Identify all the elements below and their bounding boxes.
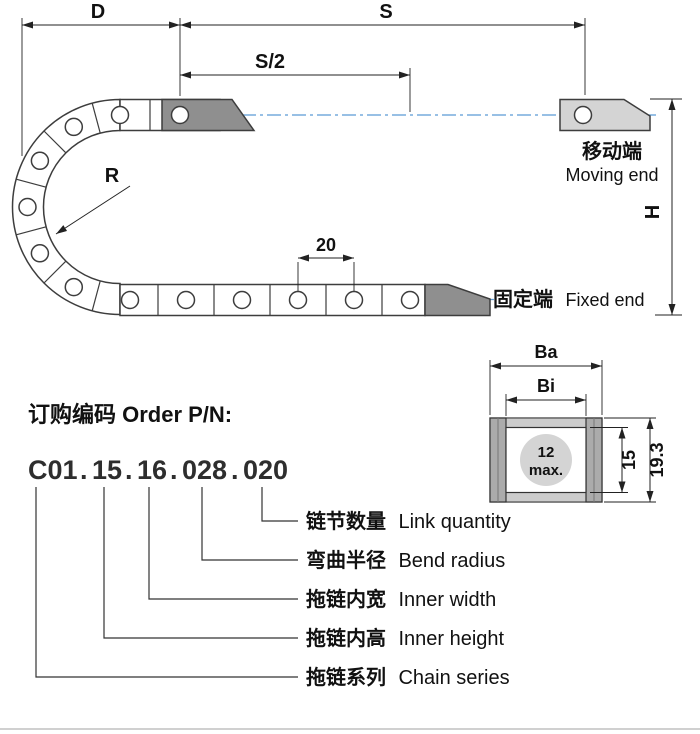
fixed-end-label: 固定端 Fixed end — [493, 287, 645, 311]
link-separator — [91, 281, 101, 311]
label-en: Inner height — [398, 628, 504, 650]
cavity-max-value: 12 — [538, 444, 555, 461]
chain-pin — [232, 290, 252, 310]
label-en: Link quantity — [398, 511, 510, 533]
order-title: 订购编码 Order P/N: — [28, 402, 232, 427]
dim-label-pitch: 20 — [316, 235, 336, 255]
label-en: Bend radius — [398, 550, 505, 572]
chain-pin — [170, 105, 190, 125]
section-top-plate — [505, 417, 587, 428]
pn-segment-bend-radius: 028 — [182, 455, 227, 485]
dimension-s: S — [180, 1, 586, 95]
part-number-leader-lines — [35, 487, 298, 678]
label-cn: 弯曲半径 — [306, 548, 386, 572]
chain-pin — [18, 197, 37, 217]
dim-label-ba: Ba — [534, 342, 558, 362]
part-number: C01 . 15 . 16 . 028 . 020 — [28, 455, 288, 485]
order-label-inner-width: 拖链内宽 Inner width — [306, 587, 496, 611]
dimension-s-half: S/2 — [180, 51, 411, 112]
dimension-inner-height: 15 — [590, 427, 639, 493]
leader-inner-height — [103, 487, 298, 639]
order-label-link-quantity: 链节数量 Link quantity — [306, 509, 511, 533]
label-cn: 拖链内宽 — [306, 587, 386, 611]
leader-link-quantity — [261, 487, 298, 522]
dim-label-outer-height: 19.3 — [647, 442, 667, 477]
dimension-pitch-20: 20 — [297, 235, 355, 291]
order-label-inner-height: 拖链内高 Inner height — [306, 626, 505, 650]
dimension-outer-height: 19.3 — [604, 417, 667, 503]
dimension-bi: Bi — [505, 376, 587, 416]
chain-drawing — [11, 98, 656, 317]
link-separator — [16, 178, 46, 188]
chain-pin — [30, 244, 50, 263]
moving-end-right-link — [559, 98, 651, 132]
dim-label-h: H — [642, 205, 664, 219]
chain-pin — [288, 290, 308, 310]
link-separator — [91, 103, 101, 133]
cavity-max-unit: max. — [529, 462, 563, 479]
dimension-h: H — [642, 98, 682, 316]
order-section: 订购编码 Order P/N: C01 . 15 . 16 . 028 . 02… — [28, 402, 511, 689]
chain-pins — [18, 105, 593, 310]
dim-label-s: S — [379, 1, 392, 23]
dimension-d: D — [21, 1, 181, 156]
dim-label-inner-height: 15 — [619, 450, 639, 470]
label-cn: 链节数量 — [306, 509, 386, 533]
section-bottom-plate — [505, 492, 587, 503]
dim-label-bi: Bi — [537, 376, 555, 396]
chain-pin — [64, 117, 84, 137]
leader-bend-radius — [201, 487, 298, 561]
pn-segment-link-quantity: 020 — [243, 455, 288, 485]
link-separator — [43, 260, 67, 284]
label-cn: 拖链内高 — [306, 626, 386, 650]
chain-centerline — [20, 114, 656, 301]
chain-pin — [120, 290, 140, 310]
leader-inner-width — [148, 487, 298, 600]
chain-pin — [64, 277, 84, 297]
chain-pin — [176, 290, 196, 310]
dimension-ba: Ba — [489, 342, 603, 415]
chain-pin — [573, 105, 593, 125]
chain-pin — [110, 105, 130, 125]
link-separator — [43, 130, 67, 154]
chain-pin — [30, 151, 50, 171]
pn-dot: . — [80, 455, 88, 485]
pn-dot: . — [170, 455, 178, 485]
radius-leader-line — [55, 185, 131, 235]
link-separators — [16, 99, 383, 316]
pn-segment-inner-height: 15 — [92, 455, 122, 485]
moving-end-label-cn: 移动端 — [582, 140, 642, 163]
label-cn: 拖链系列 — [306, 665, 386, 689]
fixed-end-label-en: Fixed end — [565, 290, 644, 310]
fixed-end-label-cn: 固定端 — [493, 287, 553, 311]
chain-bottom-run — [119, 283, 426, 317]
fixed-end-bracket — [424, 283, 491, 317]
dim-label-s-half: S/2 — [255, 51, 285, 73]
label-en: Chain series — [398, 667, 509, 689]
dim-label-r: R — [105, 165, 120, 187]
dim-label-d: D — [91, 1, 105, 23]
pn-segment-series: C01 — [28, 455, 78, 485]
chain-pin — [400, 290, 420, 310]
moving-end-label-en: Moving end — [565, 165, 658, 185]
label-en: Inner width — [398, 589, 496, 611]
order-label-bend-radius: 弯曲半径 Bend radius — [306, 548, 505, 572]
cavity-circle — [520, 434, 572, 486]
dimension-r: R — [55, 165, 131, 235]
order-label-chain-series: 拖链系列 Chain series — [306, 665, 510, 689]
link-separator — [16, 226, 46, 236]
leader-chain-series — [35, 487, 298, 678]
pn-dot: . — [125, 455, 133, 485]
pn-dot: . — [231, 455, 239, 485]
cross-section: 12 max. Ba Bi 15 19.3 — [489, 342, 667, 503]
chain-pin — [344, 290, 364, 310]
pn-segment-inner-width: 16 — [137, 455, 167, 485]
